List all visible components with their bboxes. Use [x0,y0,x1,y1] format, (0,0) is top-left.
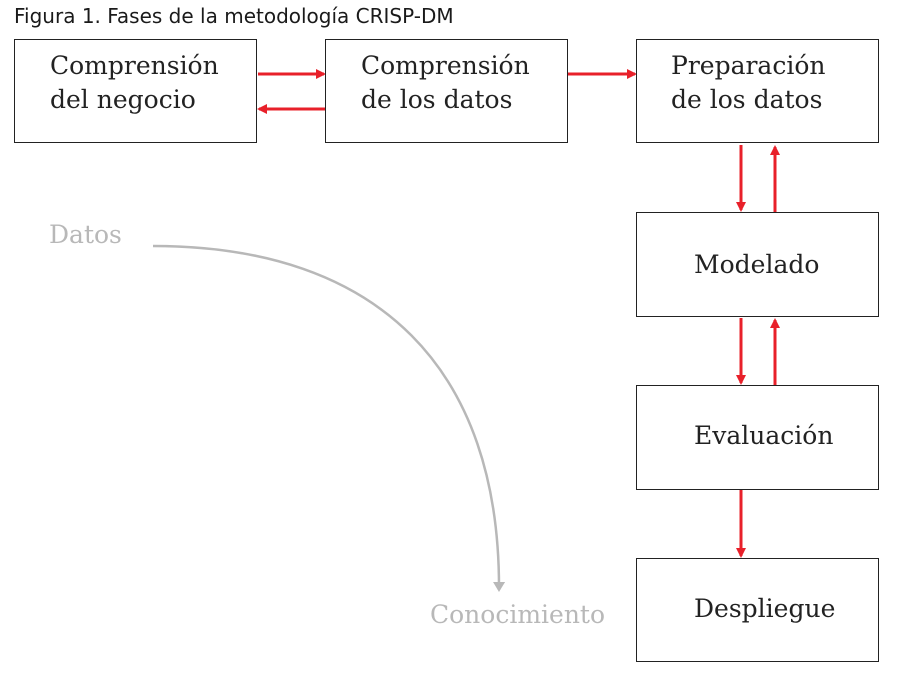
phase-evaluation-label: Evaluación [694,421,834,450]
phase-business-understanding: Comprensión del negocio [14,39,257,143]
phase-modeling-label: Modelado [694,250,820,279]
data-to-knowledge-curve [152,244,506,592]
phase-data-preparation: Preparación de los datos [636,39,879,143]
phase-modeling: Modelado [636,212,879,317]
flow-start-label: Datos [49,220,122,249]
phase-evaluation: Evaluación [636,385,879,490]
phase-data-understanding-line2: de los datos [361,85,513,114]
flow-end-label: Conocimiento [430,600,606,629]
phase-business-line2: del negocio [50,85,196,114]
phase-business-line1: Comprensión [50,51,219,80]
phase-data-understanding-line1: Comprensión [361,51,530,80]
phase-deployment: Despliegue [636,558,879,662]
figure-caption: Figura 1. Fases de la metodología CRISP-… [14,4,454,28]
phase-data-understanding: Comprensión de los datos [325,39,568,143]
phase-deployment-label: Despliegue [694,594,836,623]
phase-data-preparation-line2: de los datos [671,85,823,114]
phase-data-preparation-line1: Preparación [671,51,826,80]
